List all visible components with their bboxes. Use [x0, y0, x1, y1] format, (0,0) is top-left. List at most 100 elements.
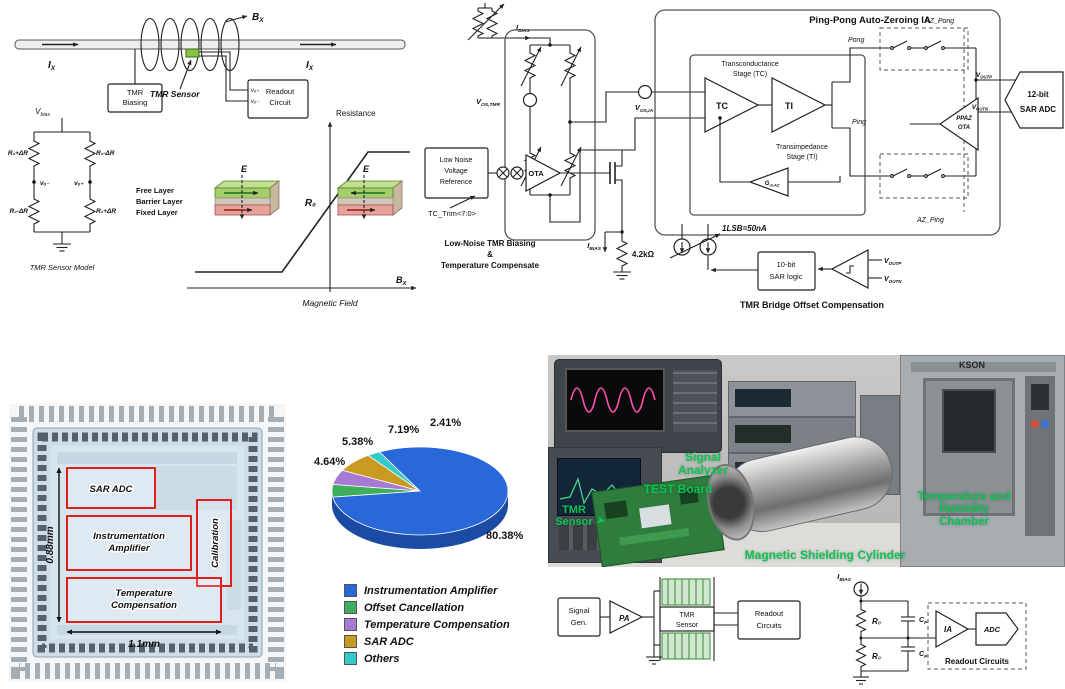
tc-triangle-label: TC [716, 101, 728, 111]
ac-test-schematic: Signal Gen. PA TMR Sensor Readout Circui… [557, 577, 801, 665]
oscilloscope [554, 359, 722, 453]
pie-value-labels: 4.64% 5.38% 7.19% 2.41% 80.38% [314, 417, 524, 542]
die-width-label: 1.1mm [128, 639, 160, 650]
x-axis-caption: Magnetic Field [302, 298, 358, 308]
tc-trim-label: TC_Trim<7:0> [428, 209, 477, 218]
offset-caption: TMR Bridge Offset Compensation [740, 300, 884, 310]
readout-circuits-label: Readout Circuits [945, 657, 1010, 666]
ping-label: Ping [852, 119, 866, 126]
sine-trace [570, 387, 656, 413]
legend-label: Others [364, 652, 400, 665]
legend-label: Instrumentation Amplifier [364, 584, 498, 597]
vos-ia-source [637, 84, 653, 100]
ix-right-label: IX [306, 60, 314, 72]
block-ia [66, 515, 192, 571]
r0-label: R₀ [305, 198, 316, 209]
sar-feedback: 10-bit SAR logic [707, 249, 882, 291]
readout-vop: vₒ₊ [251, 88, 260, 94]
tmr-biasing-box-line2: Biasing [123, 98, 148, 107]
free-layer-label: Free Layer [136, 186, 174, 195]
vos-tmr-source [522, 92, 538, 108]
osc-buttons [673, 370, 717, 432]
die-height-label: 0.88mm [45, 526, 56, 563]
legend-label: Offset Cancellation [364, 601, 465, 614]
ibias-top-label: IBIAS [516, 23, 530, 34]
chip-label-calibration: Calibration [210, 518, 221, 568]
readout-box: Readout [266, 87, 295, 96]
fixed-layer-label: Fixed Layer [136, 208, 178, 217]
bias-reference: Low Noise Voltage Reference OTA [424, 147, 610, 209]
ibias-bottom-label: IBIAS [587, 241, 601, 252]
legend-item: Offset Cancellation [344, 601, 545, 614]
bridge-model: Vbias R₀+ΔR R₀-ΔR R₀-ΔR R₀+ΔR vₒ₋ vₒ₊ TM… [8, 107, 117, 272]
coil-top [661, 578, 711, 606]
pingpong-box [654, 9, 1001, 236]
bias-caption2: & [487, 250, 493, 259]
ppaz-label2: OTA [958, 125, 970, 131]
ti-triangle-label: TI [785, 101, 793, 111]
pie-label-ia: 80.38% [486, 530, 524, 542]
bridge-r-bl: R₀-ΔR [10, 208, 29, 215]
chip-micrograph: SAR ADC Instrumentation Amplifier Calibr… [9, 404, 286, 681]
sar-adc-block [1004, 71, 1064, 129]
r0-bottom-label: R₀ [872, 652, 881, 661]
legend-swatch [344, 652, 357, 665]
x-axis-bx: BX [396, 275, 408, 287]
readout-dashed-box [927, 602, 1027, 670]
resistor-value: 4.2kΩ [632, 250, 655, 259]
pie-label-others: 2.41% [430, 417, 461, 429]
legend-item: Temperature Compensation [344, 618, 545, 631]
voutp2-label: VOUTP [884, 258, 902, 266]
bridge-r-br: R₀+ΔR [96, 208, 116, 215]
r0-top-label: R₀ [872, 617, 881, 626]
label-test-board: TEST Board [643, 482, 713, 496]
ia-core: TC TI Transconductance Stage (TC) Transi… [704, 61, 841, 197]
ia-triangle-label: IA [944, 625, 952, 634]
cp-bottom-label: CP [919, 651, 928, 659]
bridge-r-tl: R₀+ΔR [8, 150, 28, 157]
tmr-biasing-box: TMR [127, 88, 144, 97]
voutn-label: VOUTN [972, 104, 989, 112]
chip-label-ia2: Amplifier [107, 543, 150, 554]
readout-circuits-box2: Circuits [756, 621, 781, 630]
az-pong-label: AZ_Pong [924, 18, 954, 25]
tmr-principle-panel: BX IX IX TMR Biasing TMR Sensor Readout … [8, 12, 417, 308]
mosfet-bias [549, 149, 632, 280]
chip-label-sar-adc: SAR ADC [90, 484, 133, 495]
lnvr-box2: Voltage [444, 168, 467, 175]
area-breakdown: 4.64% 5.38% 7.19% 2.41% 80.38% Instrumen… [300, 403, 545, 687]
vos-ia-label: VOS,IA [635, 103, 654, 114]
bx-label: BX [252, 12, 264, 24]
ia-core-box [689, 54, 866, 216]
ti-stage-label2: Stage (TI) [786, 154, 817, 161]
tmr-sensor-box [659, 606, 715, 632]
vos-tmr-label: VOS,TMR [476, 97, 500, 108]
transfer-curve: Resistance R₀ BX Magnetic Field [187, 109, 417, 308]
sar-logic-box2: SAR logic [770, 272, 803, 281]
az-ping-label: AZ_Ping [916, 217, 944, 224]
voutp-label: VOUTP [976, 72, 992, 80]
ti-stage-label: Transimpedance [776, 144, 828, 151]
vbias-label: Vbias [35, 107, 50, 118]
switch-network [825, 27, 1016, 212]
block-temp [66, 577, 222, 623]
lsb-label: 1LSB=50nA [722, 224, 767, 233]
tc-stage-label2: Stage (TC) [733, 71, 767, 78]
barrier-layer-label: Barrier Layer [136, 197, 183, 206]
lnvr-box3: Reference [440, 179, 472, 186]
bias-readout-schematic: IBIAS R₀ R₀ CP CP IA ADC Readout Circuit… [837, 572, 1027, 685]
pa-label: PA [619, 614, 630, 623]
pie-label-offset: 4.64% [314, 456, 345, 468]
pad-ring [37, 432, 258, 653]
legend-swatch [344, 601, 357, 614]
bias-caption: Low-Noise TMR Biasing [444, 239, 535, 248]
pie-legend: Instrumentation Amplifier Offset Cancell… [344, 584, 545, 665]
tmr-bridge [504, 29, 596, 241]
pie-label-saradc: 7.19% [388, 424, 419, 436]
floorplan: SAR ADC Instrumentation Amplifier Calibr… [66, 467, 232, 623]
signal-gen-box2: Gen. [571, 618, 587, 627]
